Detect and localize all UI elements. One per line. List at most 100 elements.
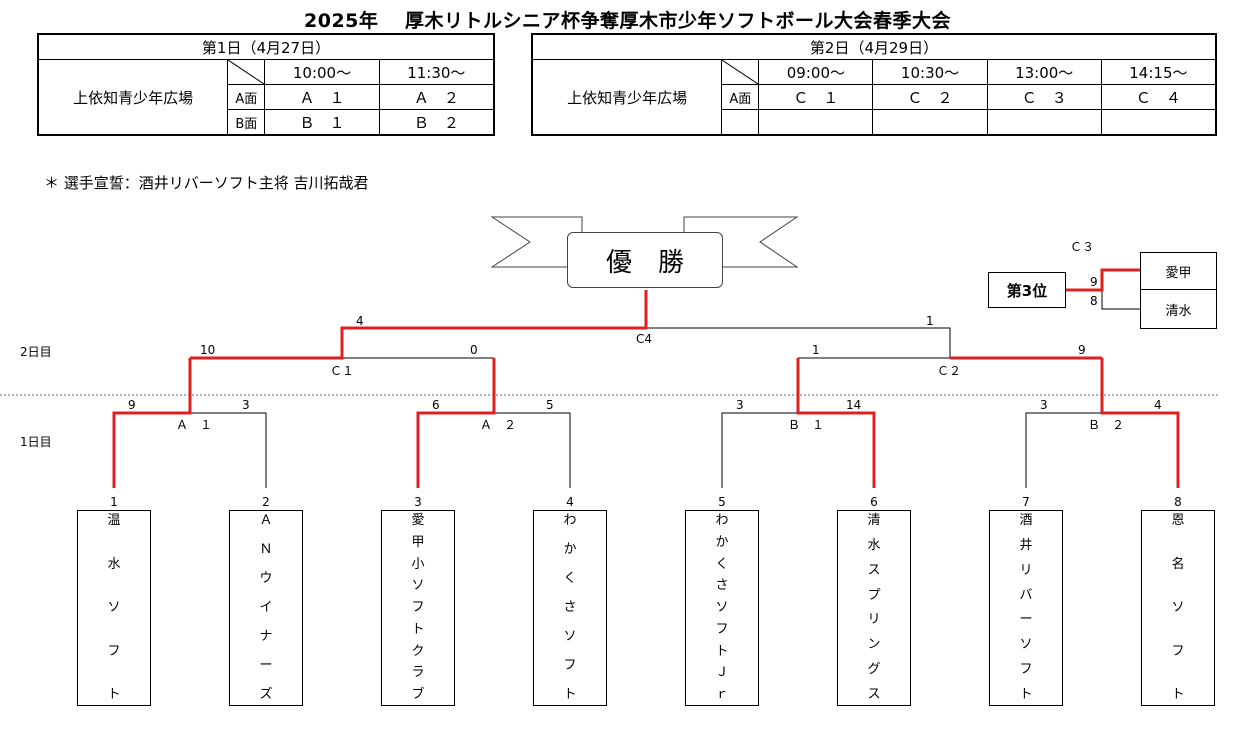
- bracket-line-team7: [1025, 412, 1102, 488]
- day2-empty-cell: [1100, 109, 1217, 136]
- team-name-char: Ｎ: [259, 542, 273, 557]
- day2-header: 第2日（4月29日）: [531, 33, 1217, 60]
- team-number: 4: [566, 495, 574, 509]
- third-place-team-2-name: 清水: [1165, 303, 1192, 319]
- winner-line-team8: [1100, 358, 1180, 488]
- winner-line-team1: [112, 358, 192, 488]
- a1-score-left: 9: [128, 398, 136, 412]
- b2-score-right: 4: [1154, 398, 1162, 412]
- b2-game-label: Ｂ ２: [1088, 418, 1125, 432]
- day2-empty-cell: [721, 109, 760, 136]
- bracket-line-final-right: [646, 327, 951, 358]
- team-name-char: 愛: [411, 513, 425, 528]
- team-name-box: 酒井リバーソフト: [989, 510, 1063, 706]
- team-name-box: 温水ソフト: [77, 510, 151, 706]
- team-name-char: ト: [715, 643, 729, 659]
- team-name-char: ソ: [563, 629, 577, 644]
- third-place-team-1-name: 愛甲: [1165, 265, 1192, 281]
- team-name-char: ト: [1019, 686, 1033, 702]
- team-number: 6: [870, 495, 878, 509]
- third-place-team-1: 愛甲: [1140, 252, 1217, 290]
- bracket-line-team5: [721, 412, 798, 488]
- day2-empty-cell: [758, 109, 874, 136]
- team-name-char: Ｊ: [715, 665, 729, 681]
- day2-game-c4: Ｃ ４: [1100, 84, 1217, 110]
- c2-score-right: 9: [1078, 343, 1086, 357]
- day2-court-a: A面: [721, 84, 760, 110]
- team-name-char: イ: [259, 600, 273, 615]
- team-name-char: ナ: [259, 629, 273, 644]
- team-name-char: さ: [715, 578, 729, 594]
- team-name-char: 名: [1171, 556, 1185, 572]
- bracket-line-team4: [494, 412, 571, 488]
- team-number: 7: [1022, 495, 1030, 509]
- team-name-char: フ: [715, 621, 729, 637]
- round-label-day2: 2日目: [20, 345, 52, 359]
- bracket-line-third-bottom: [1066, 289, 1140, 310]
- team-name-char: く: [715, 556, 729, 572]
- team-name-char: プ: [867, 587, 881, 603]
- c1-game-label: Ｃ１: [330, 364, 355, 378]
- team-name-char: ス: [867, 686, 881, 702]
- team-name-char: ト: [1171, 687, 1185, 702]
- day1-header: 第1日（4月27日）: [37, 33, 495, 60]
- day2-schedule-table: 第2日（4月29日） 上依知青少年広場 09:00～ 10:30～ 13:00～…: [531, 33, 1217, 136]
- team-name-char: 小: [411, 556, 425, 572]
- winner-line-team3: [416, 358, 496, 488]
- team-name-char: さ: [563, 600, 577, 615]
- team-name-box: 清水スプリングス: [837, 510, 911, 706]
- team-name-char: ｒ: [715, 687, 729, 702]
- team-number: 8: [1174, 495, 1182, 509]
- team-name-box: 恩名ソフト: [1141, 510, 1215, 706]
- champion-banner: 優 勝: [567, 232, 723, 288]
- team-name-char: ト: [563, 687, 577, 702]
- team-name-char: か: [715, 534, 729, 550]
- team-name-char: リ: [867, 612, 881, 628]
- round-label-day1: 1日目: [20, 435, 52, 449]
- day1-game-b2: Ｂ ２: [378, 109, 495, 136]
- team-name-char: ラ: [411, 665, 425, 681]
- winner-line-team6: [796, 358, 876, 488]
- third-place-game-label: Ｃ３: [1070, 240, 1095, 254]
- b1-game-label: Ｂ １: [788, 418, 825, 432]
- final-score-left: 4: [356, 314, 364, 328]
- team-name-char: ソ: [411, 578, 425, 594]
- a1-game-label: Ａ １: [176, 418, 213, 432]
- day1-court-a: A面: [227, 84, 266, 110]
- team-name-char: ト: [411, 621, 425, 637]
- team-name-char: 水: [867, 537, 881, 553]
- team-name-char: 清: [867, 513, 881, 528]
- third-place-label-box: 第3位: [988, 272, 1066, 308]
- team-name-char: く: [563, 571, 577, 586]
- team-name-char: ー: [1019, 612, 1033, 628]
- day2-time-4: 14:15～: [1100, 59, 1217, 85]
- team-number: 2: [262, 495, 270, 509]
- c2-score-left: 1: [812, 343, 820, 357]
- day2-game-c3: Ｃ ３: [986, 84, 1102, 110]
- third-place-score-2: 8: [1090, 294, 1098, 308]
- team-name-box: 愛甲小ソフトクラブ: [381, 510, 455, 706]
- third-place-score-1: 9: [1090, 275, 1098, 289]
- team-name-char: 温: [107, 513, 121, 528]
- team-name-char: ウ: [259, 571, 273, 586]
- team-name-char: 水: [107, 556, 121, 572]
- b1-score-right: 14: [846, 398, 862, 412]
- team-name-char: ン: [867, 637, 881, 653]
- c1-score-right: 0: [470, 343, 478, 357]
- day2-empty-cell: [872, 109, 988, 136]
- team-name-char: わ: [563, 513, 577, 528]
- a1-score-right: 3: [242, 398, 250, 412]
- team-name-char: 甲: [411, 534, 425, 550]
- champion-label: 優 勝: [605, 247, 684, 278]
- third-place-label: 第3位: [1006, 281, 1048, 300]
- player-oath-note: ＊ 選手宣誓：酒井リバーソフト主将 吉川拓哉君: [44, 174, 369, 192]
- day1-game-a1: Ａ １: [264, 84, 380, 110]
- day1-game-b1: Ｂ １: [264, 109, 380, 136]
- team-name-char: ブ: [411, 687, 425, 702]
- day2-time-3: 13:00～: [986, 59, 1102, 85]
- day2-time-2: 10:30～: [872, 59, 988, 85]
- day1-time-2: 11:30～: [378, 59, 495, 85]
- c2-game-label: Ｃ２: [937, 364, 962, 378]
